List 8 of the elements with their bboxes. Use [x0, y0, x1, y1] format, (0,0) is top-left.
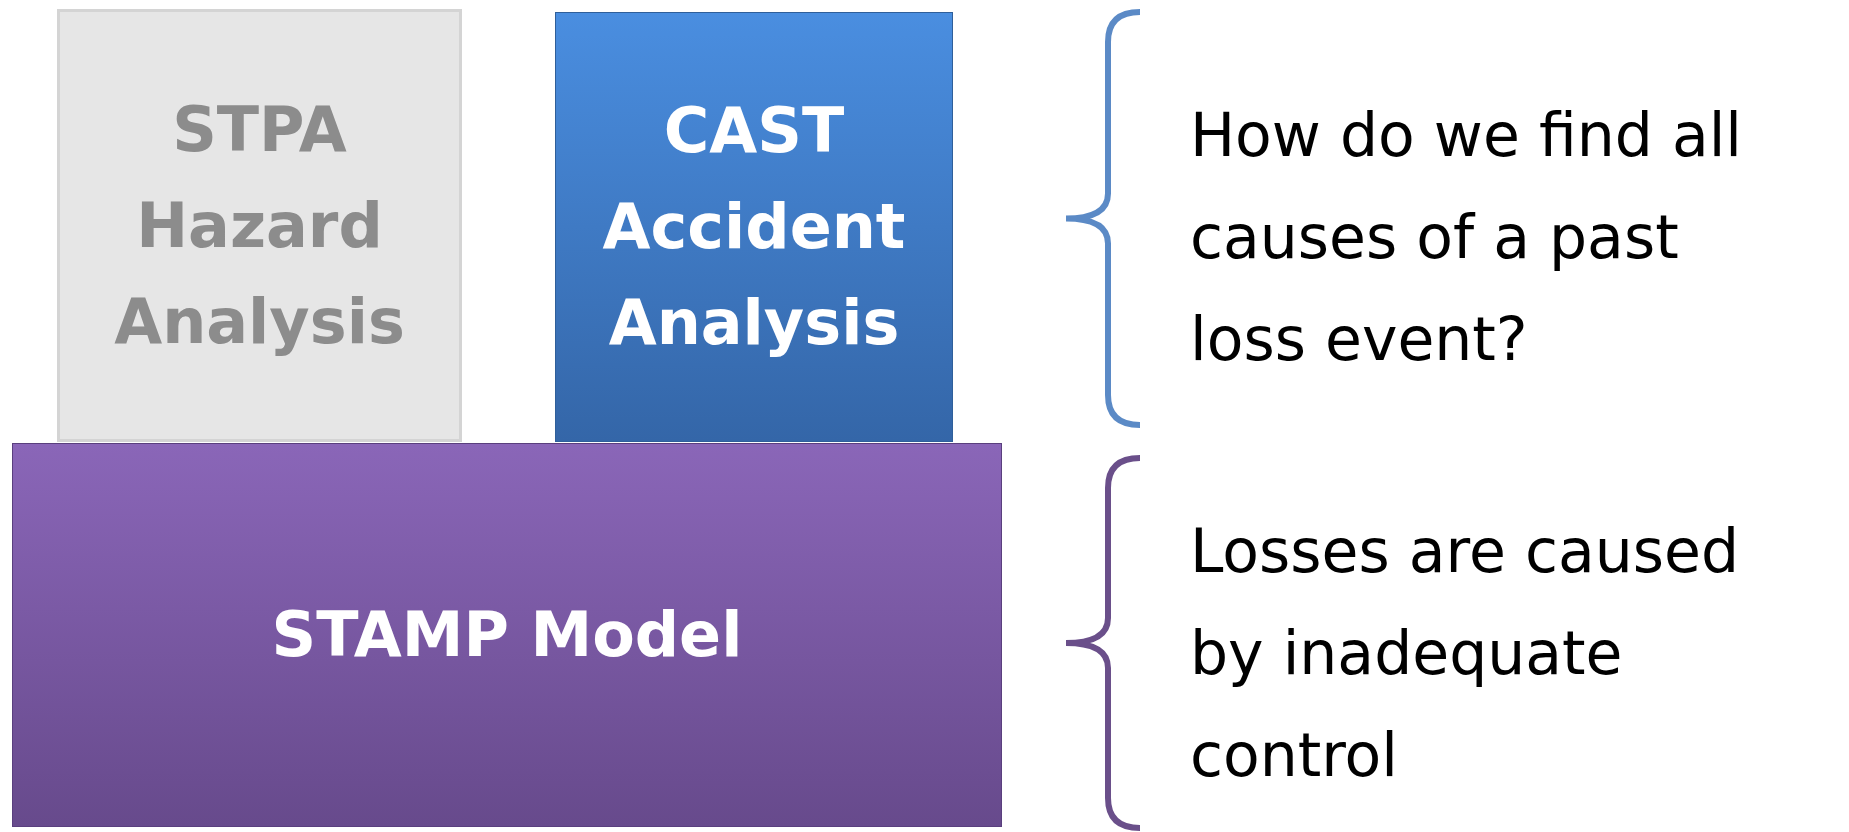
- note-text: Losses are caused by inadequate control: [1190, 515, 1740, 792]
- box-title: STPA Hazard Analysis: [113, 91, 406, 360]
- note-text: How do we find all causes of a past loss event?: [1190, 99, 1743, 376]
- layer-box: [12, 443, 1002, 827]
- box-title: STAMP Model: [270, 597, 744, 673]
- layer-box: [555, 12, 953, 442]
- layer-box: [57, 9, 462, 442]
- box-title: CAST Accident Analysis: [601, 93, 907, 361]
